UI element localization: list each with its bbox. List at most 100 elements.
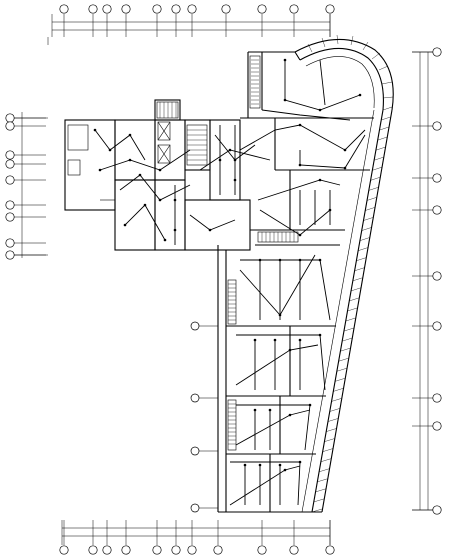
fixture-dot [318,108,322,112]
bottom-axis-bubble [121,545,131,555]
left-axis-bubble [5,150,15,160]
top-axis-bubble [221,4,231,14]
right-axis-markers [412,47,442,515]
fixture-dot [278,463,282,467]
top-dimension-chain [47,14,331,45]
bottom-axis-bubble [187,545,197,555]
fixture-dot [228,148,232,152]
right-axis-bubble [432,47,442,57]
top-axis-bubble [187,4,197,14]
fixture-dot [308,403,312,407]
fixture-dot [283,58,287,62]
left-axis-bubble [5,212,15,222]
fixture-dot [163,238,167,242]
bottom-axis-bubble [102,545,112,555]
fixture-dot [298,233,302,237]
right-axis-bubble [432,173,442,183]
inner-axis-bubble [190,321,200,331]
inner-axis-bubble [190,393,200,403]
fixture-dot [128,158,132,162]
fixture-dot [173,198,177,202]
fixture-dot [173,228,177,232]
inner-axis-bubble [190,503,200,513]
right-axis-bubble [432,205,442,215]
right-axis-bubble [432,121,442,131]
right-dimension-chain [412,51,436,511]
bottom-axis-bubble [152,545,162,555]
inner-axis-markers [190,321,218,513]
top-axis-bubble [289,4,299,14]
bottom-axis-bubble [59,545,69,555]
fixture-dot [298,338,302,342]
fixture-dot [123,223,127,227]
left-axis-bubble [5,200,15,210]
fixture-dot [358,93,362,97]
fixture-dot [283,98,287,102]
fixture-dot [268,408,272,412]
left-axis-bubble [5,238,15,248]
top-axis-bubble [325,4,335,14]
bottom-axis-bubble [257,545,267,555]
bottom-dimension-chain [61,520,331,545]
fixture-dot [318,333,322,337]
right-axis-bubble [432,321,442,331]
right-axis-bubble [432,505,442,515]
bottom-axis-bubble [171,545,181,555]
bottom-axis-bubble [213,545,223,555]
fixture-dot [208,228,212,232]
fixture-dot [98,168,102,172]
fixture-dot [278,313,282,317]
curved-facade [294,34,394,111]
fixture-dot [318,178,322,182]
bottom-axis-bubble [289,545,299,555]
wiring-left-wing [94,125,271,245]
left-axis-bubble [5,159,15,169]
fixture-dot [288,413,292,417]
right-axis-bubble [432,421,442,431]
left-axis-markers [5,113,46,260]
fixture-dot [278,258,282,262]
fixture-dot [243,463,247,467]
slanted-facade [301,106,393,513]
fixture-dot [233,178,237,182]
fixture-dot [283,468,287,472]
left-axis-bubble [5,175,15,185]
left-axis-bubble [5,113,15,123]
top-axis-bubble [257,4,267,14]
right-axis-bubble [432,271,442,281]
fixture-dot [253,338,257,342]
top-axis-bubble [171,4,181,14]
bottom-axis-bubble [88,545,98,555]
top-axis-markers [59,4,335,37]
fixture-dot [233,158,237,162]
fixture-dot [128,133,132,137]
fixture-dot [328,208,332,212]
fixture-dot [298,460,302,464]
bottom-axis-bubble [325,545,335,555]
fixture-dot [273,338,277,342]
top-axis-bubble [59,4,69,14]
fixture-dot [343,148,347,152]
fixture-dot [258,258,262,262]
fixture-dot [343,166,347,170]
fixture-dot [138,173,142,177]
fixture-dot [108,148,112,152]
top-axis-bubble [121,4,131,14]
top-axis-bubble [152,4,162,14]
right-axis-bubble [432,393,442,403]
fixture-dot [258,463,262,467]
fixture-dot [298,258,302,262]
fixture-dot [218,158,222,162]
fixture-dot [318,258,322,262]
fixture-dot [298,123,302,127]
fixture-dot [288,348,292,352]
fixture-dot [253,408,257,412]
fixture-dot [298,163,302,167]
top-axis-bubble [102,4,112,14]
wiring-right-wing [229,59,366,506]
fixture-symbols [93,58,362,472]
fixture-dot [143,203,147,207]
right-wing [217,51,374,513]
bottom-axis-markers [59,520,335,555]
